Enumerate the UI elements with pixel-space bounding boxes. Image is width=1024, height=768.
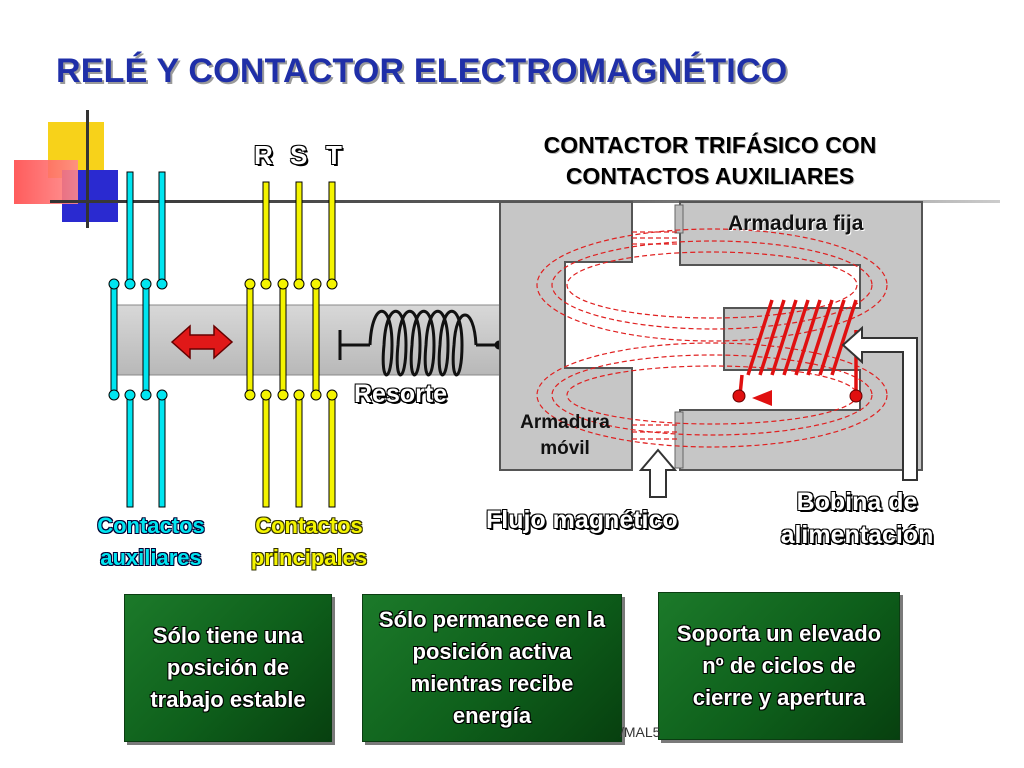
footer-text: /MAL5 bbox=[620, 724, 661, 740]
phase-label-r: R bbox=[254, 140, 273, 170]
label-aux-2: auxiliares bbox=[100, 545, 202, 570]
subtitle-line-2: CONTACTOS AUXILIARES bbox=[565, 163, 855, 189]
page-title: RELÉ Y CONTACTOR ELECTROMAGNÉTICO bbox=[56, 52, 788, 90]
label-main-2: principales bbox=[250, 545, 368, 570]
flux-up-arrow-icon bbox=[638, 448, 678, 498]
decor-red-square bbox=[14, 160, 78, 204]
coil-pointer-arrow-icon bbox=[841, 325, 918, 481]
note-text-3: Soporta un elevado nº de ciclos de cierr… bbox=[676, 621, 882, 710]
movable-armature bbox=[499, 201, 633, 471]
label-contactos-principales: Contactos principales bbox=[230, 510, 388, 574]
label-resorte: Resorte bbox=[354, 380, 448, 408]
label-bobina-2: alimentación bbox=[780, 521, 934, 549]
label-armadura-movil: Armadura móvil bbox=[502, 410, 628, 462]
label-contactos-auxiliares: Contactos auxiliares bbox=[78, 510, 224, 574]
subtitle: CONTACTOR TRIFÁSICO CON CONTACTOS AUXILI… bbox=[470, 130, 950, 192]
note-text-2: Sólo permanece en la posición activa mie… bbox=[378, 607, 606, 728]
main-contacts bbox=[244, 181, 338, 508]
note-box-3: Soporta un elevado nº de ciclos de cierr… bbox=[658, 592, 900, 740]
fixed-armature bbox=[679, 201, 923, 471]
note-box-2: Sólo permanece en la posición activa mie… bbox=[362, 594, 622, 742]
label-armadura-movil-2: móvil bbox=[540, 438, 590, 459]
label-bobina: Bobina de alimentación bbox=[752, 486, 962, 552]
label-aux-1: Contactos bbox=[97, 513, 205, 538]
coil bbox=[738, 299, 858, 396]
coil-terminals bbox=[732, 389, 863, 406]
note-box-1: Sólo tiene una posición de trabajo estab… bbox=[124, 594, 332, 742]
magnetic-flux-lines bbox=[536, 228, 888, 448]
decor-vertical-line bbox=[86, 110, 89, 228]
phase-label-s: S bbox=[290, 140, 308, 170]
label-flujo-magnetico: Flujo magnético bbox=[486, 506, 678, 534]
note-text-1: Sólo tiene una posición de trabajo estab… bbox=[150, 623, 306, 712]
double-arrow-icon bbox=[170, 324, 234, 360]
auxiliary-contacts bbox=[108, 171, 168, 508]
label-armadura-fija: Armadura fija bbox=[728, 212, 864, 235]
label-armadura-movil-1: Armadura bbox=[520, 412, 610, 433]
phase-label-t: T bbox=[326, 140, 342, 170]
label-bobina-1: Bobina de bbox=[796, 488, 918, 516]
label-main-1: Contactos bbox=[255, 513, 363, 538]
subtitle-line-1: CONTACTOR TRIFÁSICO CON bbox=[543, 132, 877, 158]
